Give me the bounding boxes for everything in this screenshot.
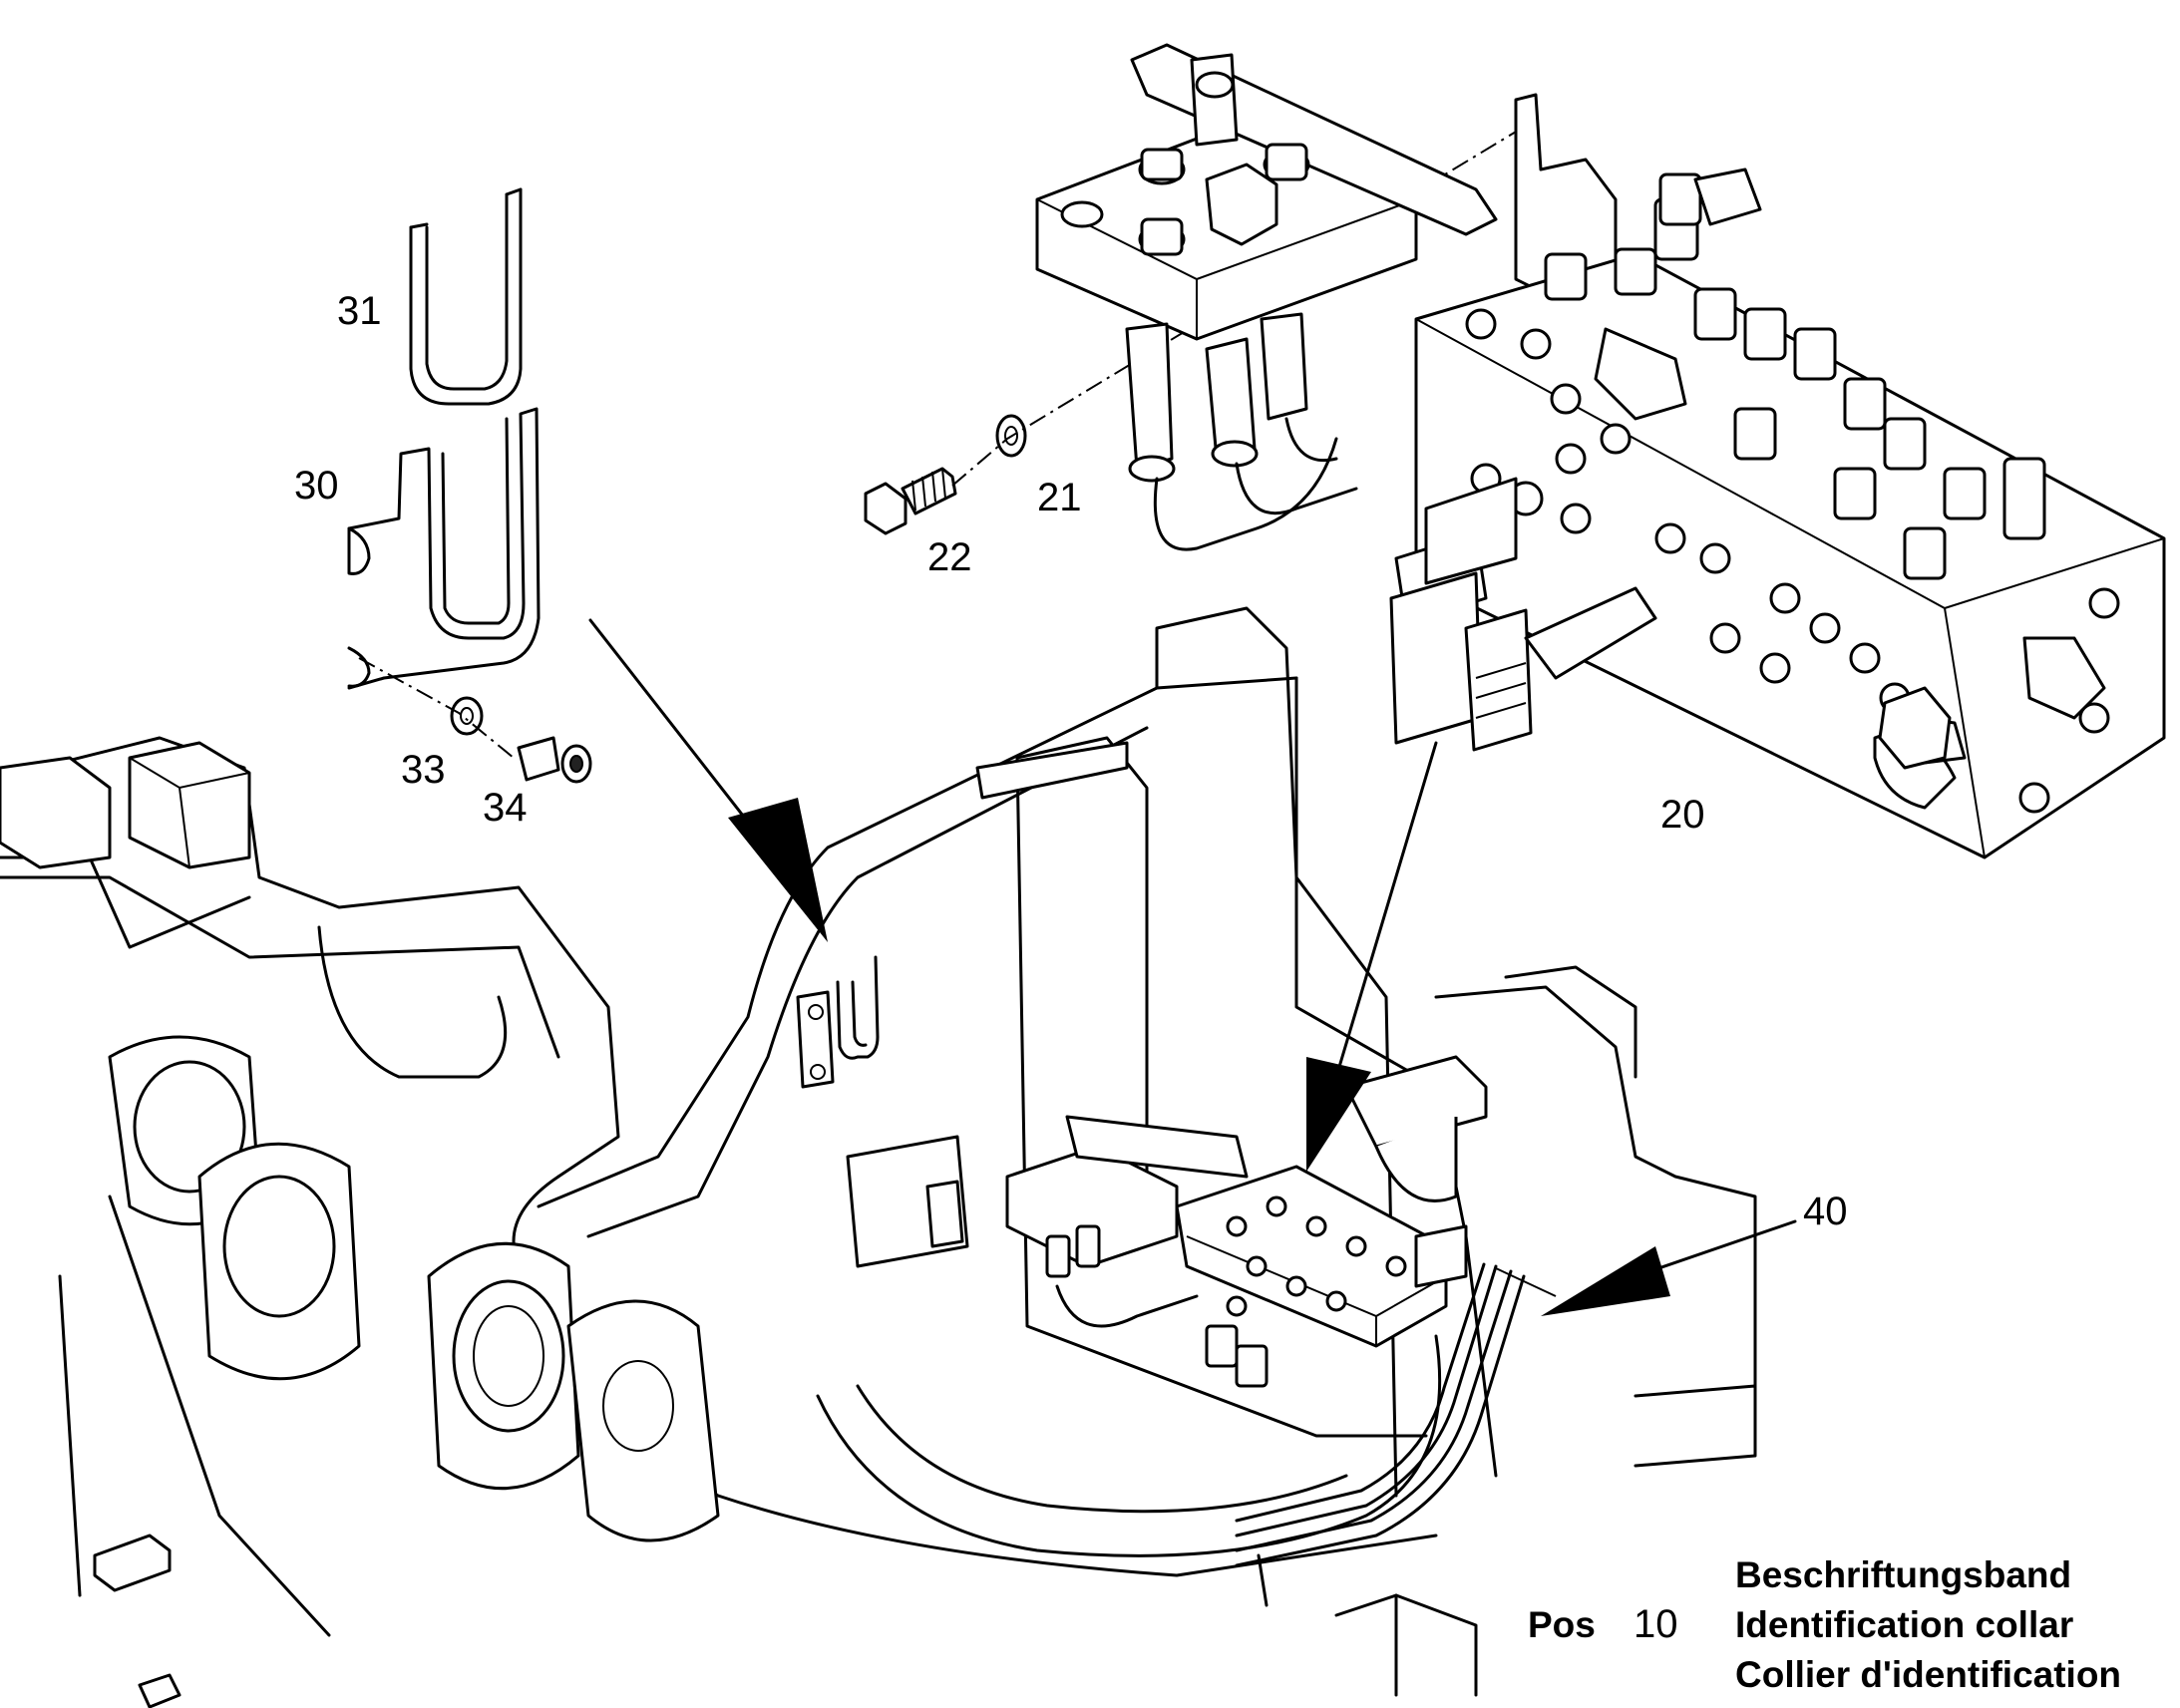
legend-line-en: Identification collar <box>1735 1604 2073 1645</box>
arrow-to-bracket <box>588 618 828 942</box>
callout-21: 21 <box>1037 476 1082 519</box>
callout-20: 20 <box>1660 793 1705 837</box>
legend-line-de: Beschriftungsband <box>1735 1554 2071 1595</box>
u-bracket-30 <box>347 407 541 690</box>
installed-valve-block <box>1005 1115 1468 1388</box>
callout-30: 30 <box>294 464 339 508</box>
arrow-to-collar <box>1541 1219 1797 1316</box>
callout-40: 40 <box>1803 1190 1848 1233</box>
centerline-upper <box>951 119 1537 487</box>
chassis-frame <box>0 606 1757 1708</box>
identification-collar-40 <box>1235 1262 1557 1607</box>
legend-pos-label: Pos <box>1528 1604 1596 1645</box>
valve-block-20 <box>1035 43 2166 859</box>
callout-22: 22 <box>927 535 972 579</box>
manifold-ports <box>1465 308 2120 814</box>
callout-33: 33 <box>401 748 446 792</box>
callout-31: 31 <box>337 289 382 333</box>
centerline-lower <box>358 657 515 759</box>
screw-22 <box>864 467 957 535</box>
legend-pos-number: 10 <box>1634 1602 1678 1646</box>
legend: Pos 10 Beschriftungsband Identification … <box>1528 1554 2121 1695</box>
screw-34 <box>517 736 592 784</box>
callout-34: 34 <box>483 786 528 830</box>
manifold-fittings <box>1544 168 2046 580</box>
arrow-to-valve <box>1306 741 1438 1172</box>
legend-line-fr: Collier d'identification <box>1735 1654 2121 1695</box>
u-bracket-31 <box>409 187 523 406</box>
installed-bracket <box>796 955 880 1089</box>
